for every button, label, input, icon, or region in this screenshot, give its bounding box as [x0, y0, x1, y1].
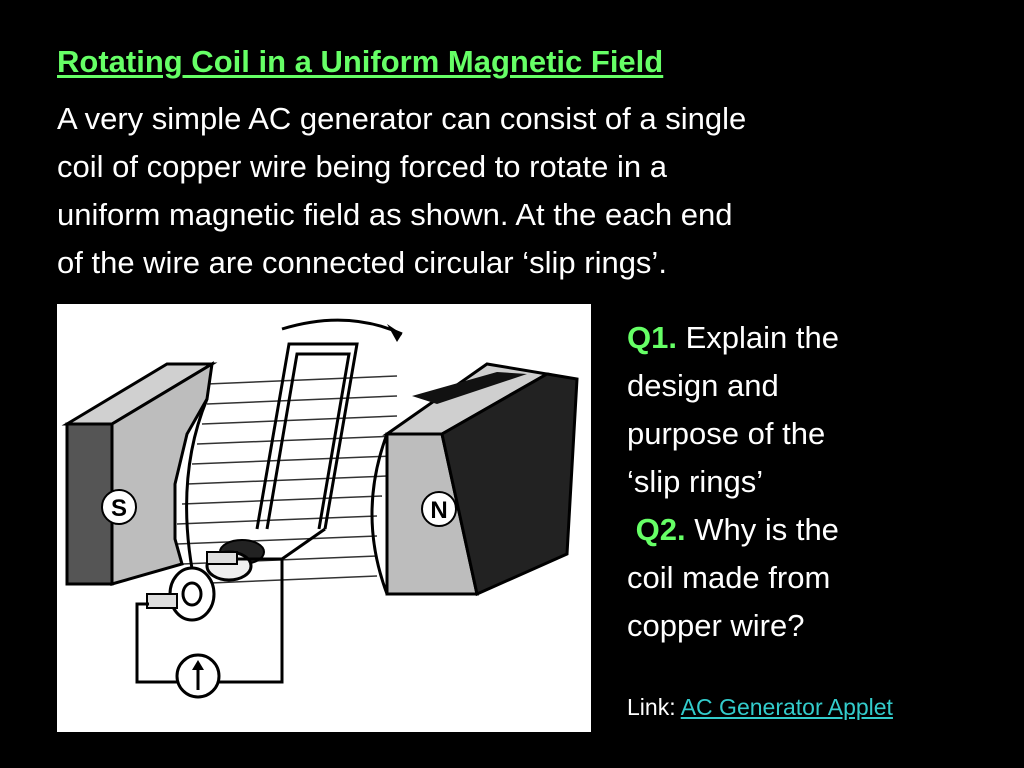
rotating-coil — [255, 342, 359, 561]
intro-line: coil of copper wire being forced to rota… — [57, 149, 668, 184]
link-prefix: Link: — [627, 694, 676, 720]
field-lines — [176, 375, 398, 585]
q2-first-line: Q2. Why is the — [627, 506, 1007, 554]
q1-label: Q1. — [627, 320, 677, 355]
intro-line: of the wire are connected circular ‘slip… — [57, 245, 667, 280]
slide-title: Rotating Coil in a Uniform Magnetic Fiel… — [57, 44, 664, 79]
south-pole-label: S — [111, 495, 127, 522]
intro-line: uniform magnetic field as shown. At the … — [57, 197, 733, 232]
ac-generator-applet-link[interactable]: AC Generator Applet — [680, 694, 893, 720]
q1-text: design and — [627, 368, 779, 403]
ac-generator-diagram: S N — [57, 304, 591, 732]
intro-line: A very simple AC generator can consist o… — [57, 101, 747, 136]
q2-text: Why is the — [694, 512, 839, 547]
external-circuit — [135, 557, 284, 684]
north-magnet — [370, 362, 579, 597]
q1-text: Explain the — [685, 320, 839, 355]
link-row: Link: AC Generator Applet — [627, 694, 893, 721]
questions-block: Q1. Explain the design and purpose of th… — [627, 314, 1007, 650]
rotation-arrow-icon — [281, 318, 403, 342]
q1-first-line: Q1. Explain the — [627, 314, 1007, 362]
generator-illustration: S N — [61, 318, 579, 699]
q1-text: ‘slip rings’ — [627, 464, 764, 499]
q1-text: purpose of the — [627, 416, 826, 451]
north-pole-label: N — [430, 497, 447, 524]
q2-text: copper wire? — [627, 608, 805, 643]
south-magnet — [61, 361, 218, 595]
q2-label: Q2. — [635, 512, 686, 547]
meter-icon — [175, 653, 221, 699]
intro-paragraph: A very simple AC generator can consist o… — [57, 95, 957, 287]
q2-text: coil made from — [627, 560, 831, 595]
